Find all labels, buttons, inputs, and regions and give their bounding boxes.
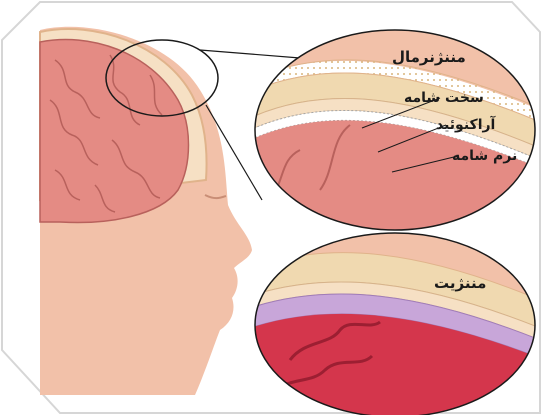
pia-mater-label: نرم شامه [452, 148, 517, 164]
arachnoid-label: آراکنوئید [436, 117, 495, 133]
dura-mater-label: سخت شامه [404, 90, 484, 106]
normal-meninges-title: مننژنرمال [392, 48, 466, 66]
meningitis-title: مننژیت [434, 274, 486, 292]
